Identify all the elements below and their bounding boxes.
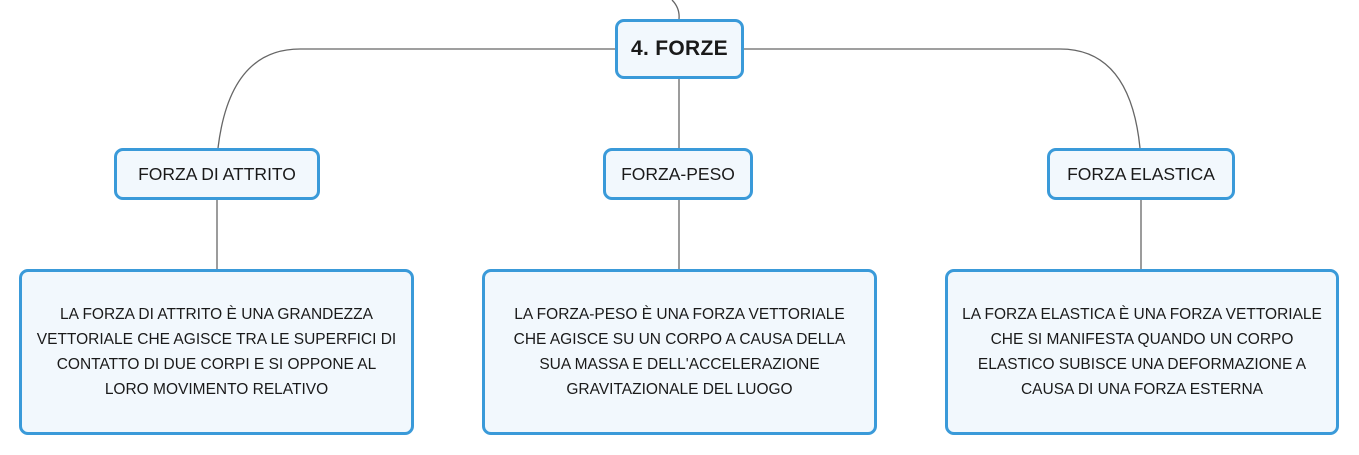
description-text: LA FORZA-PESO È UNA FORZA VETTORIALE CHE… <box>513 305 846 399</box>
branch-node-forza-peso[interactable]: FORZA-PESO <box>603 148 753 200</box>
description-text: LA FORZA ELASTICA È UNA FORZA VETTORIALE… <box>962 305 1322 399</box>
description-node-forza-elastica[interactable]: LA FORZA ELASTICA È UNA FORZA VETTORIALE… <box>945 269 1339 435</box>
connector-root-to-branch-1 <box>217 48 615 149</box>
branch-node-label: FORZA DI ATTRITO <box>138 163 296 184</box>
root-node[interactable]: 4. FORZE <box>615 19 744 79</box>
branch-node-forza-di-attrito[interactable]: FORZA DI ATTRITO <box>114 148 320 200</box>
description-text: LA FORZA DI ATTRITO È UNA GRANDEZZA VETT… <box>36 305 397 399</box>
description-node-forza-di-attrito[interactable]: LA FORZA DI ATTRITO È UNA GRANDEZZA VETT… <box>19 269 414 435</box>
connector-root-to-branch-3 <box>744 48 1141 149</box>
branch-node-label: FORZA ELASTICA <box>1067 163 1215 184</box>
root-node-label: 4. FORZE <box>631 37 728 60</box>
branch-node-forza-elastica[interactable]: FORZA ELASTICA <box>1047 148 1235 200</box>
incoming-connector <box>671 0 680 20</box>
branch-node-label: FORZA-PESO <box>621 163 735 184</box>
description-node-forza-peso[interactable]: LA FORZA-PESO È UNA FORZA VETTORIALE CHE… <box>482 269 877 435</box>
